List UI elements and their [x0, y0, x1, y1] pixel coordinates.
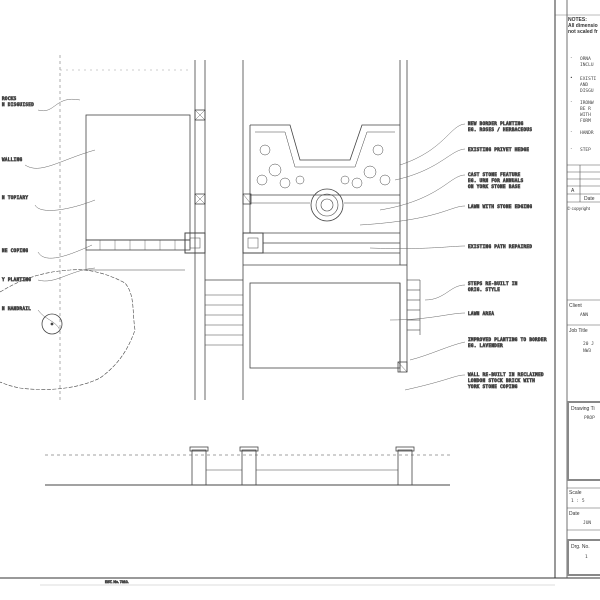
footer-text: EST. No. 7310.: [105, 580, 129, 584]
scale-label: Scale: [569, 490, 582, 496]
svg-text:BE R: BE R: [580, 106, 591, 112]
right-note: IMPROVED PLANTING TO BORDER: [468, 337, 547, 342]
svg-text:•: •: [570, 76, 573, 81]
tree-trunk: [41, 313, 63, 335]
svg-text:-: -: [570, 56, 573, 61]
title-block: NOTES: All dimensio not scaled fr - ORNA…: [555, 0, 600, 578]
svg-text:-: -: [570, 100, 573, 105]
right-note: NEW BORDER PLANTING: [468, 121, 524, 126]
date-label: Date: [569, 511, 580, 517]
job-title-label: Job Title: [569, 328, 588, 334]
svg-text:WITH: WITH: [580, 112, 591, 118]
right-note: ON YORK STONE BASE: [468, 184, 521, 189]
right-note: YORK STONE COPING: [468, 384, 518, 389]
copyright: © copyright: [567, 205, 591, 211]
job-title-value: NW3: [583, 348, 591, 354]
elevation-view: [45, 446, 450, 486]
right-note: EG. ROSES / HERBACEOUS: [468, 127, 532, 132]
date-value: JUN: [583, 520, 591, 526]
right-annotations: NEW BORDER PLANTING EG. ROSES / HERBACEO…: [468, 121, 547, 390]
svg-text:ORNA: ORNA: [580, 56, 591, 62]
right-note: EG. LAVENDER: [468, 343, 503, 348]
svg-text:HANDR: HANDR: [580, 130, 594, 136]
svg-text:EXISTI: EXISTI: [580, 76, 597, 82]
job-title-value: 20 J: [583, 341, 594, 347]
svg-text:IRONW: IRONW: [580, 100, 594, 106]
revision-label: A: [571, 188, 575, 194]
scale-value: 1 : 5: [571, 498, 585, 504]
right-note: EG. URN FOR ANNUALS: [468, 178, 524, 183]
steps-right: [407, 279, 421, 335]
stone-coping-strip: [85, 239, 191, 251]
left-note: N HANDRAIL: [2, 306, 31, 311]
pier-small: [194, 109, 206, 121]
left-note: WALLING: [2, 157, 23, 162]
steps-central: [205, 294, 243, 346]
notes-intro: All dimensio: [568, 23, 598, 29]
pier-small: [194, 193, 206, 205]
svg-text:AND: AND: [580, 82, 588, 88]
svg-text:INCLU: INCLU: [580, 62, 594, 68]
right-note: WALL RE-BUILT IN RECLAIMED: [468, 372, 544, 377]
cast-stone-feature: [310, 188, 344, 222]
svg-text:-: -: [570, 130, 573, 135]
svg-text:-: -: [570, 147, 573, 152]
right-note: ORIG. STYLE: [468, 287, 500, 292]
hedge-outline: [250, 124, 400, 161]
date-column-label: Date: [584, 196, 595, 202]
left-note: Y PLANTING: [2, 277, 31, 282]
left-note: ROCKS: [2, 96, 17, 101]
right-note: EXISTING PRIVET HEDGE: [468, 147, 529, 152]
lawn-area: [249, 282, 401, 369]
pier-large-left: [184, 232, 206, 254]
svg-text:DISGU: DISGU: [580, 88, 594, 94]
client-label: Client: [569, 303, 582, 309]
right-note: STEPS RE-BUILT IN: [468, 281, 518, 286]
right-note: LAWN WITH STONE EDGING: [468, 204, 532, 209]
right-note: LAWN AREA: [468, 311, 494, 316]
svg-text:FORM: FORM: [580, 118, 591, 124]
coping-joints: [99, 240, 176, 250]
notes-heading: NOTES:: [568, 17, 587, 23]
tree-canopy: [0, 269, 136, 390]
right-note: CAST STONE FEATURE: [468, 172, 521, 177]
border-planting: [256, 144, 391, 189]
right-note: LONDON STOCK BRICK WITH: [468, 378, 535, 383]
drawing-title-label: Drawing Ti: [571, 406, 595, 412]
notes-intro: not scaled fr: [568, 29, 598, 35]
svg-text:STEP: STEP: [580, 147, 591, 153]
drawing-title-value: PROP: [584, 415, 595, 421]
left-note: N DISGUISED: [2, 102, 34, 107]
left-lawn-area: [85, 114, 191, 241]
client-value: ANN: [580, 312, 588, 318]
pier-large-right: [242, 232, 264, 254]
drawing-number-value: 1: [585, 554, 588, 560]
left-note: N TOPIARY: [2, 195, 28, 200]
drawing-number-label: Drg. No.: [571, 544, 590, 550]
left-note: NE COPING: [2, 248, 28, 253]
right-note: EXISTING PATH REPAIRED: [468, 244, 532, 249]
